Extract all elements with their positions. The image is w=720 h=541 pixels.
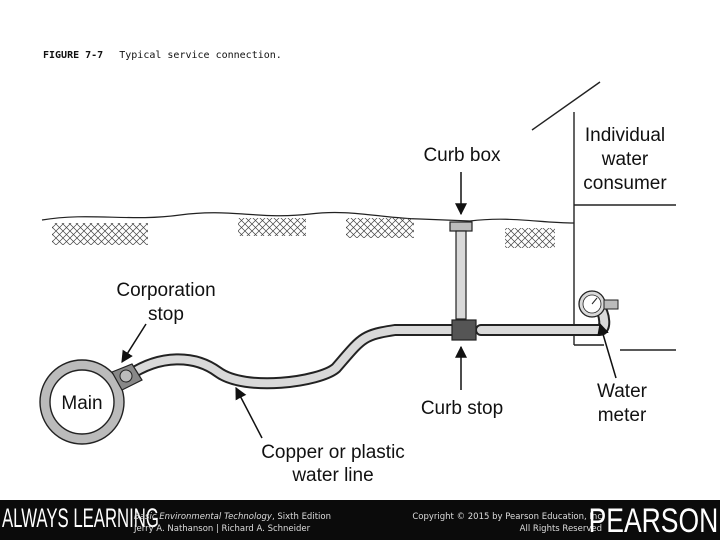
- figure-title: Typical service connection.: [119, 50, 282, 61]
- water-meter-label-line-2: meter: [598, 405, 647, 426]
- book-authors: Jerry A. Nathanson | Richard A. Schneide…: [134, 524, 311, 534]
- figure-label: FIGURE 7-7: [43, 50, 104, 61]
- corporation-stop-label-line-2: stop: [148, 304, 184, 325]
- rights-text: All Rights Reserved: [519, 524, 602, 534]
- copyright-text: Copyright © 2015 by Pearson Education, I…: [412, 512, 602, 522]
- figure-caption: FIGURE 7-7 Typical service connection.: [43, 50, 282, 61]
- corporation-stop: [111, 363, 143, 391]
- consumer-label-line-1: Individual: [585, 125, 665, 146]
- pearson-logo: PEARSON: [588, 502, 718, 540]
- water-line-arrow: [235, 386, 263, 439]
- water-line-label-line-1: Copper or plastic: [261, 442, 405, 463]
- curb-stop-label: Curb stop: [421, 398, 503, 419]
- consumer-label-line-3: consumer: [583, 173, 667, 194]
- soil-hatch: [52, 223, 148, 245]
- corporation-stop-label-line-1: Corporation: [116, 280, 215, 301]
- book-citation: Basic Environmental Technology, Sixth Ed…: [134, 511, 331, 535]
- footer-bar: ALWAYS LEARNING Basic Environmental Tech…: [0, 500, 720, 540]
- ground-line: [41, 211, 575, 224]
- copyright-notice: Copyright © 2015 by Pearson Education, I…: [412, 511, 602, 535]
- corporation-stop-arrow: [121, 323, 147, 364]
- curb-box-label: Curb box: [423, 145, 501, 166]
- consumer-label-line-2: water: [601, 149, 649, 170]
- book-edition: , Sixth Edition: [271, 512, 331, 522]
- water-line-label-line-2: water line: [291, 465, 373, 486]
- water-main: [39, 359, 125, 445]
- water-meter-label-line-1: Water: [597, 381, 648, 402]
- house: [531, 81, 676, 351]
- water-meter-arrow: [597, 322, 617, 379]
- book-title: Basic Environmental Technology: [134, 512, 272, 522]
- water-meter: [578, 290, 619, 318]
- soil-hatch: [346, 218, 414, 238]
- curb-box: [449, 221, 473, 320]
- curb-stop-valve: [451, 319, 477, 341]
- main-label: Main: [61, 393, 102, 414]
- service-connection-diagram: Curb box Individual water consumer Corpo…: [39, 81, 676, 486]
- water-service-line-outline: [122, 299, 611, 390]
- soil-hatch: [505, 228, 555, 248]
- always-learning-brand: ALWAYS LEARNING: [2, 503, 159, 533]
- soil-hatch: [238, 218, 306, 236]
